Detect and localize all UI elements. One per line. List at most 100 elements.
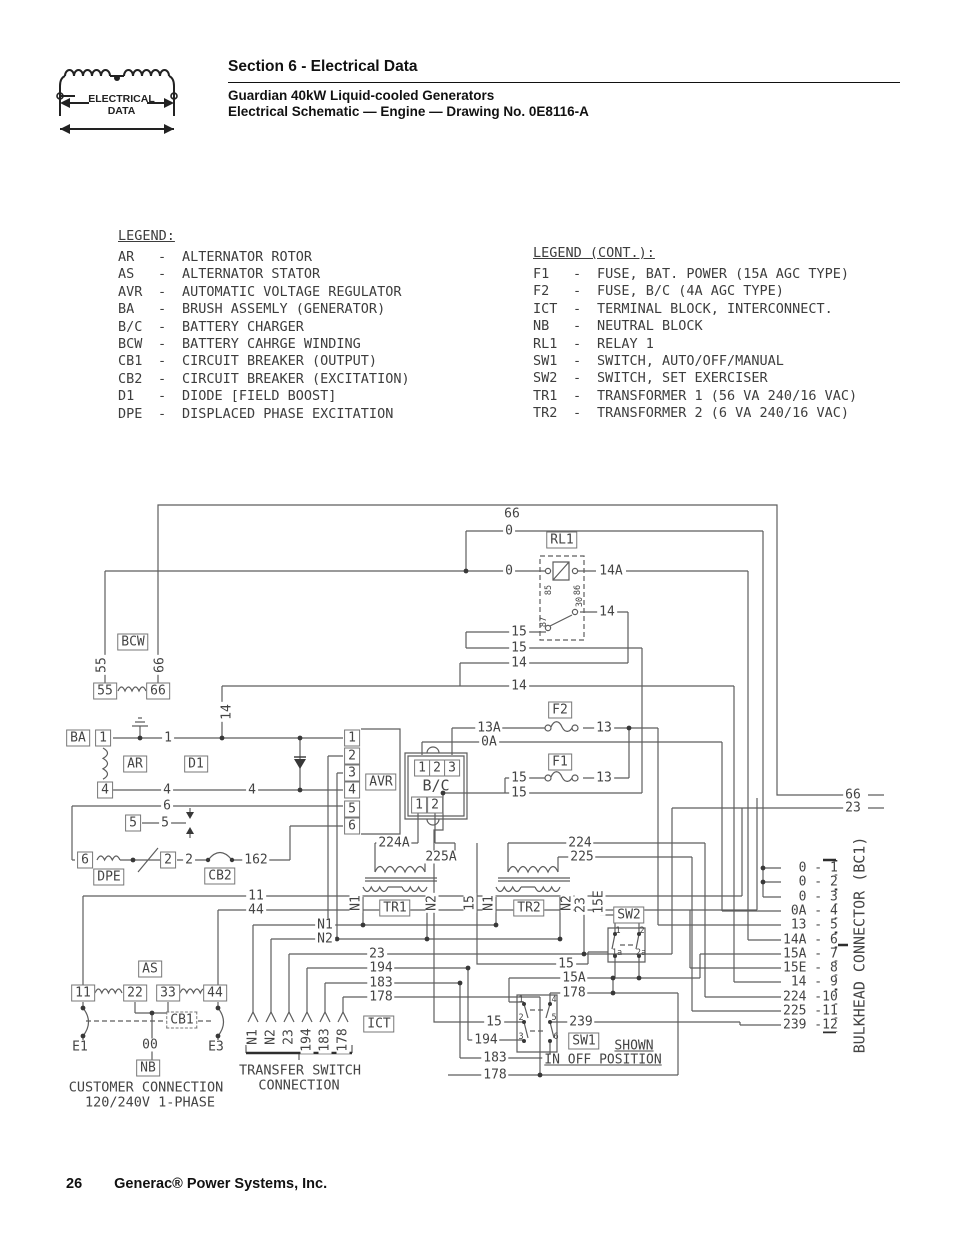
wire-label: 183 — [367, 975, 395, 991]
wire-label: N1 — [348, 893, 364, 913]
wire-label: 2a — [635, 948, 647, 958]
component-label: F2 — [548, 701, 572, 719]
component-label: 55 — [93, 682, 117, 700]
component-label: BA — [66, 729, 90, 747]
component-label: RL1 — [546, 531, 578, 549]
legend-item: BA-BRUSH ASSEMLY (GENERATOR) — [118, 301, 386, 318]
component-label: 6 — [344, 817, 360, 835]
wire-label: 194 — [299, 1026, 315, 1054]
legend-item: F2-FUSE, B/C (4A AGC TYPE) — [533, 283, 784, 300]
wire-label: 14 — [509, 655, 529, 671]
bulkhead-pin: 224 -10 — [783, 989, 838, 1005]
wire-label: 86 — [573, 584, 583, 596]
wire-label: 66 — [502, 506, 522, 522]
component-label: NB — [136, 1059, 160, 1077]
legend-item: BCW-BATTERY CAHRGE WINDING — [118, 335, 361, 352]
wire-label: E3 — [206, 1039, 226, 1055]
wire-label: 183 — [317, 1026, 333, 1054]
subtitle-model: Guardian 40kW Liquid-cooled Generators — [228, 88, 495, 103]
bulkhead-pin: 14 - 9 — [783, 974, 838, 990]
wire-label: N2 — [263, 1027, 279, 1047]
component-label: 2 — [160, 851, 176, 869]
component-label: 2 — [344, 747, 360, 765]
component-label: AR — [123, 755, 147, 773]
legend-item: F1-FUSE, BAT. POWER (15A AGC TYPE) — [533, 266, 849, 282]
wire-label: CONNECTION — [256, 1077, 342, 1094]
component-label: 1 — [95, 729, 111, 747]
wire-label: N1 — [481, 893, 497, 913]
bulkhead-connector-title: BULKHEAD CONNECTOR (BC1) — [850, 836, 869, 1054]
electrical-data-logo: ELECTRICAL DATA — [55, 56, 188, 134]
component-label: DPE — [93, 868, 125, 886]
legend-item: RL1-RELAY 1 — [533, 335, 654, 352]
logo-text-line1: ELECTRICAL — [88, 93, 155, 105]
legend-item: AVR-AUTOMATIC VOLTAGE REGULATOR — [118, 283, 402, 300]
legend-item: ICT-TERMINAL BLOCK, INTERCONNECT. — [533, 300, 833, 317]
component-label: CB2 — [204, 867, 236, 885]
wire-label: 194 — [472, 1032, 500, 1048]
component-label: 44 — [203, 984, 227, 1002]
wire-label: 4 — [551, 995, 557, 1005]
wire-label: 55 — [94, 655, 110, 675]
legend-item: SW1-SWITCH, AUTO/OFF/MANUAL — [533, 352, 784, 369]
wire-label: B/C — [422, 776, 450, 795]
wire-label: 13 — [594, 770, 614, 786]
subtitle-drawing: Electrical Schematic — Engine — Drawing … — [228, 104, 589, 119]
wire-label: 23 — [573, 895, 589, 915]
wire-label: 178 — [560, 985, 588, 1001]
wire-label: 0 — [503, 523, 515, 539]
wire-label: 00 — [140, 1037, 160, 1053]
wire-label: N1 — [245, 1027, 261, 1047]
wire-label: 0 — [503, 563, 515, 579]
component-label: 3 — [344, 764, 360, 782]
legend-cont-title: LEGEND (CONT.): — [533, 245, 655, 261]
wire-label: 239 — [567, 1014, 595, 1030]
wire-label: 183 — [481, 1050, 509, 1066]
wire-label: 15 — [484, 1014, 504, 1030]
component-label: 4 — [97, 781, 113, 799]
wire-label: 30 — [575, 596, 585, 608]
wire-label: 4 — [246, 782, 258, 798]
component-label: SW1 — [568, 1032, 600, 1050]
wire-label: N2 — [559, 893, 575, 913]
legend-item: D1-DIODE [FIELD BOOST] — [118, 388, 337, 405]
wire-label: SHOWN — [612, 1038, 656, 1054]
wire-label: 13 — [594, 720, 614, 736]
wire-label: 15 — [462, 893, 478, 913]
section-title: Section 6 - Electrical Data — [228, 58, 900, 83]
wire-label: CUSTOMER CONNECTION — [66, 1079, 226, 1096]
wire-label: 2 — [639, 926, 645, 936]
wire-label: 178 — [481, 1067, 509, 1083]
legend-item: AR-ALTERNATOR ROTOR — [118, 249, 313, 265]
component-label: BCW — [117, 633, 149, 651]
logo-text-line2: DATA — [107, 105, 136, 117]
wire-label: 11 — [246, 888, 266, 904]
wire-label: 1 — [518, 995, 524, 1005]
wire-label: 1 — [615, 926, 621, 936]
bulkhead-pin: 225 -11 — [783, 1003, 838, 1019]
company-name: Generac® Power Systems, Inc. — [114, 1176, 328, 1192]
legend-item: B/C-BATTERY CHARGER — [118, 318, 304, 335]
legend-item: CB2-CIRCUIT BREAKER (EXCITATION) — [118, 370, 410, 387]
legend-right: LEGEND (CONT.): F1-FUSE, BAT. POWER (15A… — [533, 245, 857, 423]
wire-label: 15 — [509, 770, 529, 786]
component-label: 5 — [344, 800, 360, 818]
wire-label: 5 — [551, 1013, 557, 1023]
wire-label: 3 — [518, 1032, 524, 1042]
wire-label: 23 — [843, 800, 863, 816]
wire-label: 15E — [591, 888, 607, 916]
component-label: 1 — [411, 796, 427, 814]
legend-item: TR2-TRANSFORMER 2 (6 VA 240/16 VAC) — [533, 405, 849, 422]
wire-label: 178 — [335, 1026, 351, 1054]
bulkhead-pin: 0A - 4 — [783, 903, 838, 919]
wire-label: 6 — [553, 1032, 559, 1042]
wire-label: 6 — [161, 798, 173, 814]
component-label: 1 — [344, 729, 360, 747]
wire-label: 5 — [159, 815, 171, 831]
wire-label: 44 — [246, 902, 266, 918]
wire-label: IN OFF POSITION — [542, 1052, 664, 1068]
component-label: TR2 — [513, 899, 545, 917]
